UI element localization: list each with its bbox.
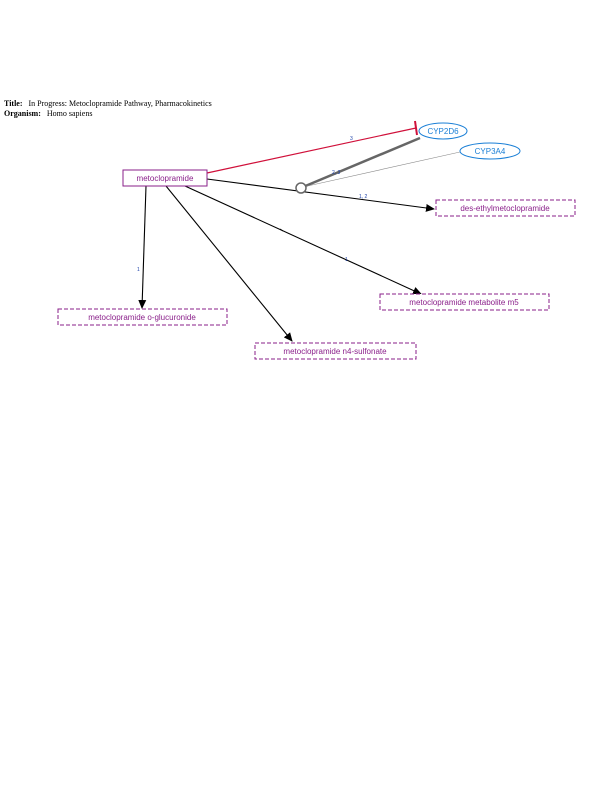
node-metoclopramide[interactable]: metoclopramide	[122, 169, 208, 187]
m5-edge-label: 1	[345, 257, 348, 263]
conversion-edge-m5[interactable]	[184, 185, 422, 295]
m5-edge-tick	[279, 228, 284, 232]
catalysis-anchor[interactable]	[295, 182, 307, 194]
title-row: Title: In Progress: Metoclopramide Pathw…	[4, 99, 212, 109]
diagram-header: Title: In Progress: Metoclopramide Pathw…	[4, 99, 212, 119]
node-cyp2d6[interactable]: CYP2D6	[418, 122, 468, 140]
des-ethyl-edge-label: 1, 2	[359, 194, 368, 200]
node-metoclopramide-o-glucuronide-label: metoclopramide o-glucuronide	[88, 313, 196, 322]
node-metoclopramide-label: metoclopramide	[137, 174, 194, 183]
title-label: Title:	[4, 99, 23, 108]
organism-row: Organism: Homo sapiens	[4, 109, 212, 119]
node-des-ethylmetoclopramide[interactable]: des-ethylmetoclopramide	[435, 199, 576, 217]
title-value: In Progress: Metoclopramide Pathway, Pha…	[28, 99, 212, 108]
catalysis-edge-label: 2, 3	[332, 170, 341, 176]
catalysis-edge-cyp2d6[interactable]	[302, 136, 421, 189]
conversion-edge-glucuronide[interactable]	[138, 185, 147, 309]
node-cyp3a4[interactable]: CYP3A4	[459, 142, 521, 160]
catalysis-edge-cyp3a4[interactable]	[302, 151, 461, 188]
node-metoclopramide-o-glucuronide[interactable]: metoclopramide o-glucuronide	[57, 308, 228, 326]
node-metoclopramide-n4-sulfonate[interactable]: metoclopramide n4-sulfonate	[254, 342, 417, 360]
organism-label: Organism:	[4, 109, 41, 118]
node-cyp2d6-label: CYP2D6	[427, 127, 459, 136]
inhibition-bar	[414, 120, 418, 136]
inhibition-edge-label: 3	[350, 136, 353, 142]
conversion-edge-n4-sulfonate[interactable]	[165, 185, 293, 342]
conversion-edge-des-ethyl[interactable]	[206, 178, 435, 212]
node-metoclopramide-n4-sulfonate-label: metoclopramide n4-sulfonate	[283, 347, 387, 356]
node-metoclopramide-metabolite-m5-label: metoclopramide metabolite m5	[409, 298, 519, 307]
node-des-ethylmetoclopramide-label: des-ethylmetoclopramide	[460, 204, 550, 213]
node-metoclopramide-metabolite-m5[interactable]: metoclopramide metabolite m5	[379, 293, 550, 311]
inhibition-edge[interactable]	[206, 127, 417, 174]
node-cyp3a4-label: CYP3A4	[475, 147, 506, 156]
glucuronide-edge-label: 1	[137, 267, 140, 273]
organism-value: Homo sapiens	[46, 109, 93, 118]
